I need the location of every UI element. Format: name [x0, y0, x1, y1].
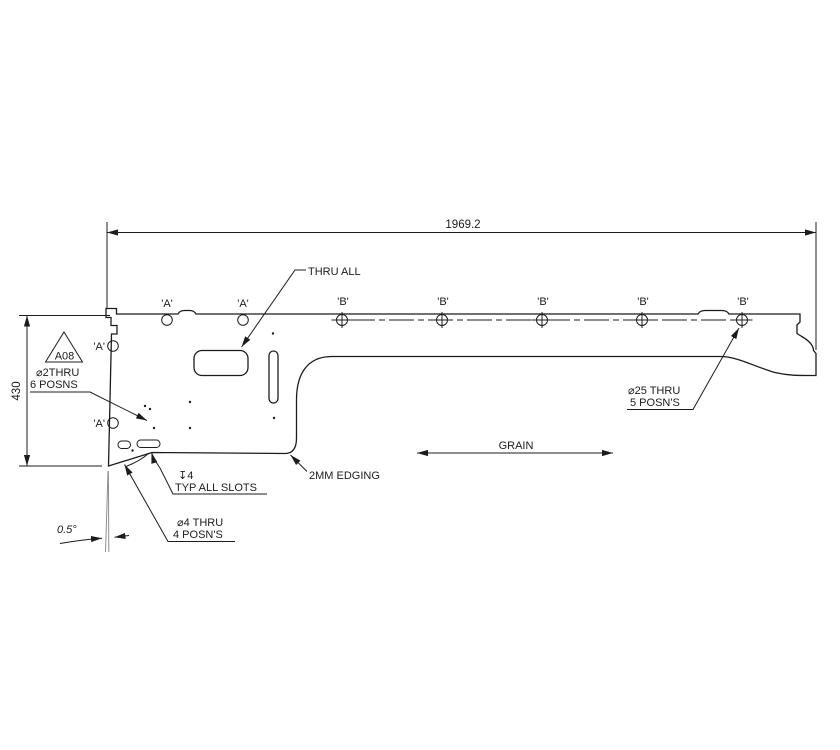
hole-labels: 'A' 'A' 'A' 'A' 'B' 'B' 'B' 'B' 'B' [93, 296, 748, 430]
a-holes [107, 314, 249, 429]
small-hole-near-slots [131, 449, 134, 452]
a-hole-label: 'A' [93, 341, 105, 353]
leader-thru-all [241, 269, 306, 348]
edging-text: 2MM EDGING [309, 470, 380, 482]
dia2-hole [148, 407, 152, 411]
leader-edging [290, 454, 308, 472]
angle-arc-left [59, 535, 103, 544]
dimension-height-430: 430 [11, 315, 110, 467]
callout-datum-a08: A08 [44, 331, 84, 363]
a-hole-label: 'A' [93, 418, 105, 430]
dia4-line2: 4 POSN'S [173, 529, 223, 541]
leader-dia4 [124, 464, 235, 542]
dimension-length-1969: 1969.2 [106, 219, 817, 350]
angle-arc-right [114, 532, 130, 540]
dimension-height-text: 430 [11, 381, 23, 400]
dia4-line1: ⌀4 THRU [177, 517, 223, 529]
datum-triangle [44, 331, 84, 363]
a-hole [107, 340, 119, 352]
b-hole-position [531, 312, 553, 328]
callout-dia2: ⌀2THRU 6 POSNS [30, 367, 148, 421]
b-hole-label: 'B' [437, 296, 449, 308]
a-hole-label: 'A' [237, 298, 249, 310]
dia2-hole [188, 400, 192, 404]
angle-text: 0.5° [57, 524, 77, 536]
leader-dia25 [627, 327, 740, 410]
dia2-holes [143, 332, 276, 430]
part-geometry [105, 307, 817, 467]
dia2-line2: 6 POSNS [30, 379, 78, 391]
slot-depth-line2: TYP ALL SLOTS [175, 482, 257, 494]
callout-edging: 2MM EDGING [290, 454, 380, 482]
dimension-angle-05deg: 0.5° [57, 470, 130, 553]
rectangular-slot-cutout [193, 349, 249, 377]
dia25-line1: ⌀25 THRU [628, 385, 680, 397]
a-hole [161, 314, 173, 326]
callout-thru-all: THRU ALL [241, 266, 361, 348]
dia2-hole [152, 426, 156, 430]
small-slot-left [117, 440, 131, 449]
b-hole-position [731, 312, 753, 328]
a-hole-label: 'A' [161, 298, 173, 310]
b-hole-label: 'B' [637, 296, 649, 308]
edge-extension-reference [105, 470, 109, 553]
b-hole-position [431, 312, 453, 328]
b-hole-position [331, 312, 353, 328]
vertical-slot-cutout [268, 350, 279, 404]
dia2-hole [271, 332, 275, 335]
b-hole-position [631, 312, 653, 328]
thru-all-text: THRU ALL [308, 266, 361, 278]
a-hole [107, 417, 119, 429]
callout-slot-depth: ↧4 TYP ALL SLOTS [125, 452, 267, 495]
leader-dia2 [30, 391, 148, 421]
callout-dia25: ⌀25 THRU 5 POSN'S [627, 327, 740, 410]
slot-depth-line1: ↧4 [178, 470, 193, 482]
part-outline [105, 307, 817, 467]
dia2-hole [188, 426, 192, 430]
dia2-line1: ⌀2THRU [36, 367, 79, 379]
a-hole [237, 314, 249, 326]
dia2-hole [143, 404, 147, 408]
dia2-hole [272, 416, 276, 420]
dia25-line2: 5 POSN'S [630, 397, 680, 409]
small-slot-right [136, 439, 161, 448]
b-hole-label: 'B' [537, 296, 549, 308]
dimension-length-text: 1969.2 [445, 219, 480, 231]
b-hole-label: 'B' [337, 296, 349, 308]
callout-dia4: ⌀4 THRU 4 POSN'S [124, 464, 235, 542]
b-holes [331, 312, 753, 328]
datum-text: A08 [55, 351, 75, 363]
leader-slot-depth [151, 452, 267, 495]
grain-direction: GRAIN [417, 440, 613, 457]
b-hole-label: 'B' [737, 296, 749, 308]
grain-text: GRAIN [499, 440, 534, 452]
